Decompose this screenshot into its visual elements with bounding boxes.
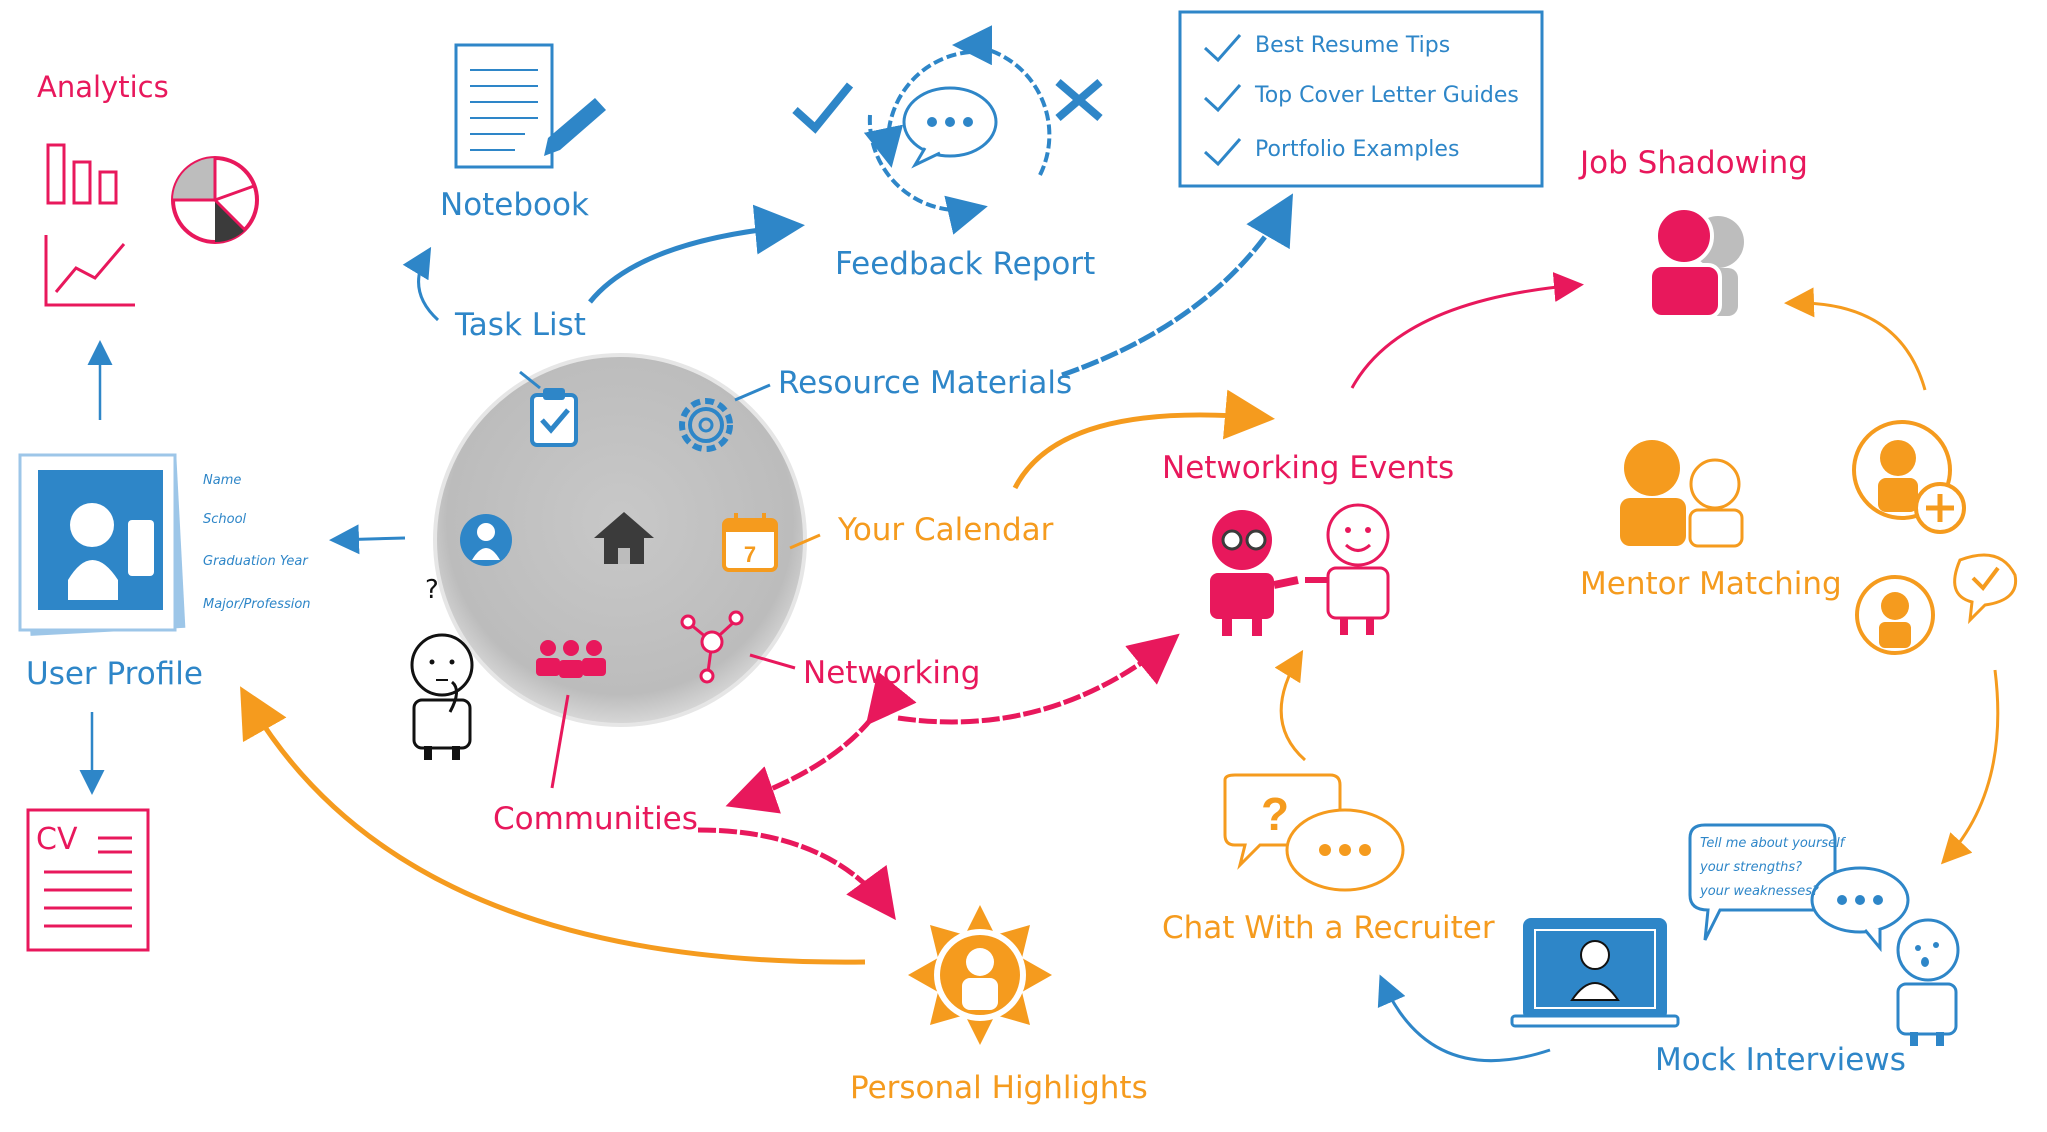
communities-connector [550, 694, 570, 789]
calendar-day: 7 [744, 542, 756, 567]
line-chart-icon [44, 235, 135, 307]
networking-to-events-arrow [897, 633, 1180, 725]
profile-field-name: Name [203, 473, 242, 488]
user-profile-label: User Profile [26, 656, 203, 692]
network-icon[interactable] [680, 610, 744, 684]
communities-label: Communities [493, 801, 698, 837]
recruiter-question-mark: ? [1261, 788, 1289, 840]
people-icon[interactable] [536, 640, 606, 678]
thinking-person-icon [410, 633, 474, 760]
profile-field-major: Major/Profession [203, 597, 311, 612]
resource-item[interactable]: Top Cover Letter Guides [1255, 83, 1519, 108]
tasklist-to-notebook-arrow [402, 246, 440, 322]
networking-connector [749, 653, 796, 670]
thinking-question-mark: ? [425, 575, 439, 605]
notebook-label: Notebook [440, 187, 589, 223]
resource-item[interactable]: Best Resume Tips [1255, 33, 1451, 58]
personal-highlights-label: Personal Highlights [850, 1070, 1148, 1106]
networking-people-icon [1210, 503, 1390, 636]
interviewer-person-icon [1896, 918, 1960, 1046]
cv-document-icon [26, 808, 150, 952]
resource-list-box [1178, 10, 1544, 188]
chat-cycle-icon [863, 25, 1052, 235]
sun-person-icon [908, 905, 1052, 1045]
mentor-to-shadowing-arrow [1784, 287, 1927, 391]
communities-to-highlights-arrow [697, 827, 896, 921]
mentor-matching-label: Mentor Matching [1580, 566, 1842, 602]
interview-dots-bubble-icon [1810, 866, 1910, 953]
chat-with-recruiter-label: Chat With a Recruiter [1162, 910, 1495, 946]
pie-chart-icon [171, 156, 259, 244]
highlights-to-profile-arrow [240, 686, 866, 965]
calendar-icon[interactable]: 7 [722, 513, 778, 572]
bar-chart-icon [46, 143, 118, 205]
x-icon [1055, 78, 1103, 122]
task-list-label: Task List [455, 307, 586, 343]
resource-item[interactable]: Portfolio Examples [1255, 137, 1460, 162]
mentor-matching-icon [1620, 440, 1744, 548]
networking-label: Networking [803, 655, 981, 691]
mentor-to-interviews-arrow [1940, 669, 2000, 865]
pencil-icon [544, 98, 606, 156]
networking-events-label: Networking Events [1162, 450, 1455, 486]
home-icon[interactable] [594, 512, 654, 564]
hub-to-profile-arrow [329, 524, 406, 555]
interview-question-2: your strengths? [1700, 860, 1803, 875]
events-to-shadowing-arrow [1350, 272, 1584, 389]
profile-field-graduation-year: Graduation Year [203, 554, 308, 569]
gear-icon[interactable] [679, 398, 733, 452]
check-icon [792, 82, 854, 134]
calendar-to-events-arrow [1012, 389, 1275, 490]
profile-card-icon [18, 453, 186, 636]
check-user-icon [1855, 553, 2018, 655]
laptop-user-icon [1510, 918, 1680, 1028]
clipboard-check-icon[interactable] [530, 388, 578, 447]
recruiter-chat-icon: ? [1223, 773, 1405, 892]
job-shadowing-icon [1648, 206, 1744, 319]
interview-question-1: Tell me about yourself [1700, 836, 1845, 851]
your-calendar-label: Your Calendar [838, 512, 1054, 548]
interview-question-3: your weaknesses? [1700, 884, 1819, 899]
notebook-icon [454, 43, 554, 169]
resource-materials-label: Resource Materials [778, 365, 1073, 401]
resource-checks [1203, 34, 1242, 167]
mock-interviews-label: Mock Interviews [1655, 1042, 1906, 1078]
recruiter-to-events-arrow [1274, 649, 1306, 762]
analytics-label: Analytics [37, 70, 169, 104]
networking-communities-arrow [725, 671, 917, 814]
tasklist-to-feedback-arrow [588, 204, 805, 304]
profile-field-school: School [203, 512, 247, 527]
calendar-connector [789, 533, 821, 550]
task-list-connector [519, 370, 541, 390]
resource-connector [734, 383, 771, 402]
cv-label: CV [36, 822, 78, 857]
job-shadowing-label: Job Shadowing [1580, 145, 1808, 181]
add-user-icon [1852, 420, 1966, 534]
interviews-to-recruiter-arrow [1377, 974, 1551, 1063]
user-icon[interactable] [460, 514, 512, 566]
resource-to-list-arrow [1061, 193, 1293, 378]
feedback-report-label: Feedback Report [835, 246, 1096, 282]
